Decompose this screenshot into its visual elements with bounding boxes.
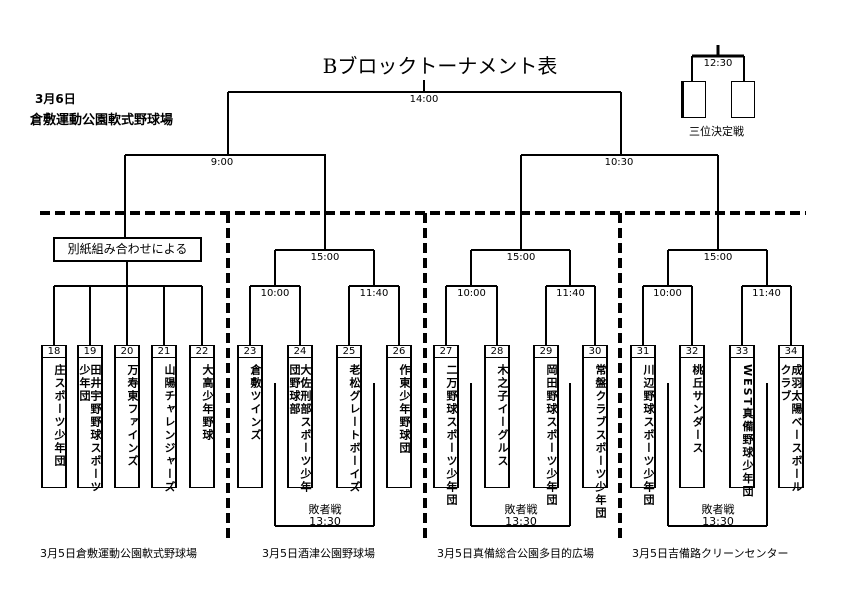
third-place-slot-right: [731, 81, 755, 118]
team-name-box: 木之子イーグルス: [484, 358, 510, 488]
team-number-33: 33: [729, 345, 755, 358]
team-name: 田井宇野野球スポーツ 少年団: [78, 364, 102, 494]
team-name-box: WEST真備野球少年団: [729, 358, 755, 499]
team-name: 川辺野球スポーツ少年団: [642, 364, 655, 507]
team-name-box: 老松グレートボーイズ: [336, 358, 362, 494]
round-time: 10:00: [260, 288, 290, 299]
losers-match-label: 敗者戦: [701, 503, 735, 516]
round-time: 10:00: [653, 288, 682, 299]
third-place-label: 三位決定戦: [689, 125, 744, 138]
team-number-26: 26: [386, 345, 412, 358]
team-number-25: 25: [336, 345, 362, 358]
round-time: 15:00: [506, 252, 536, 263]
round-time: 11:40: [556, 288, 585, 299]
losers-match-time: 13:30: [309, 515, 341, 528]
team-number-34: 34: [778, 345, 804, 358]
team-number-20: 20: [114, 345, 140, 358]
team-number-28: 28: [484, 345, 510, 358]
venue-section-2: 3月5日酒津公園野球場: [262, 547, 375, 560]
team-name-box: 岡田野球スポーツ少年団: [533, 358, 559, 507]
team-name-box: 庄スポーツ少年団: [41, 358, 67, 488]
team-number-29: 29: [533, 345, 559, 358]
team-number-21: 21: [151, 345, 177, 358]
team-name-box: 川辺野球スポーツ少年団: [630, 358, 656, 507]
team-name-box: 桃丘サンダース: [679, 358, 705, 488]
losers-match-time: 13:30: [702, 515, 734, 528]
team-name-box: 大高少年野球: [189, 358, 215, 488]
team-name-box: 常盤クラブスポーツ少年団: [582, 358, 608, 520]
main-venue: 倉敷運動公園軟式野球場: [30, 113, 174, 128]
team-number-32: 32: [679, 345, 705, 358]
team-name: 岡田野球スポーツ少年団: [545, 364, 558, 507]
team-name-box: 万寿東ファインズ: [114, 358, 140, 488]
team-name: 倉敷ツインズ: [249, 364, 262, 442]
round-time: 15:00: [703, 252, 733, 263]
team-number-31: 31: [630, 345, 656, 358]
team-name: 常盤クラブスポーツ少年団: [594, 364, 607, 520]
losers-match-label: 敗者戦: [504, 503, 538, 516]
team-name-box: 山陽チャレンジャーズ: [151, 358, 177, 494]
round-time: 15:00: [310, 252, 340, 263]
team-number-27: 27: [433, 345, 459, 358]
third-place-slot-left: [681, 81, 706, 118]
venue-section-3: 3月5日真備総合公園多目的広場: [437, 547, 594, 560]
team-name: 大佐刑部スポーツ少年 団野球部: [288, 364, 312, 494]
team-name-box: 大佐刑部スポーツ少年 団野球部: [287, 358, 313, 494]
team-name: 山陽チャレンジャーズ: [163, 364, 176, 494]
team-name: WEST真備野球少年団: [741, 364, 754, 499]
round-time: 11:40: [752, 288, 781, 299]
team-name-box: 成羽太陽ベースボール クラブ: [778, 358, 804, 494]
team-name: 大高少年野球: [201, 364, 214, 442]
page-title: Bブロックトーナメント表: [322, 54, 558, 78]
venue-section-1: 3月5日倉敷運動公園軟式野球場: [40, 547, 197, 560]
team-number-19: 19: [77, 345, 103, 358]
team-name: 成羽太陽ベースボール クラブ: [779, 364, 803, 494]
round-time: 10:00: [457, 288, 486, 299]
team-name: 作東少年野球団: [398, 364, 411, 455]
team-number-22: 22: [189, 345, 215, 358]
round-time: 11:40: [359, 288, 389, 299]
team-name: 桃丘サンダース: [691, 364, 704, 455]
team-number-30: 30: [582, 345, 608, 358]
team-name: 老松グレートボーイズ: [348, 364, 361, 494]
team-name: 木之子イーグルス: [496, 364, 509, 468]
final-time: 14:00: [409, 94, 439, 105]
team-name: 万寿東ファインズ: [126, 364, 139, 468]
team-name-box: 二万野球スポーツ少年団: [433, 358, 459, 507]
team-name-box: 作東少年野球団: [386, 358, 412, 488]
losers-match-label: 敗者戦: [308, 503, 342, 516]
team-name: 二万野球スポーツ少年団: [445, 364, 458, 507]
team-number-18: 18: [41, 345, 67, 358]
main-date: 3月6日: [35, 92, 76, 106]
bracket-note-box: 別紙組み合わせによる: [53, 237, 202, 262]
losers-match-time: 13:30: [505, 515, 537, 528]
third-place-time: 12:30: [703, 58, 733, 69]
semi-right-time: 10:30: [604, 157, 634, 168]
team-name-box: 倉敷ツインズ: [237, 358, 263, 488]
venue-section-4: 3月5日吉備路クリーンセンター: [632, 547, 789, 560]
team-name-box: 田井宇野野球スポーツ 少年団: [77, 358, 103, 494]
team-number-23: 23: [237, 345, 263, 358]
team-name: 庄スポーツ少年団: [53, 364, 66, 468]
team-number-24: 24: [287, 345, 313, 358]
semi-left-time: 9:00: [210, 157, 234, 168]
